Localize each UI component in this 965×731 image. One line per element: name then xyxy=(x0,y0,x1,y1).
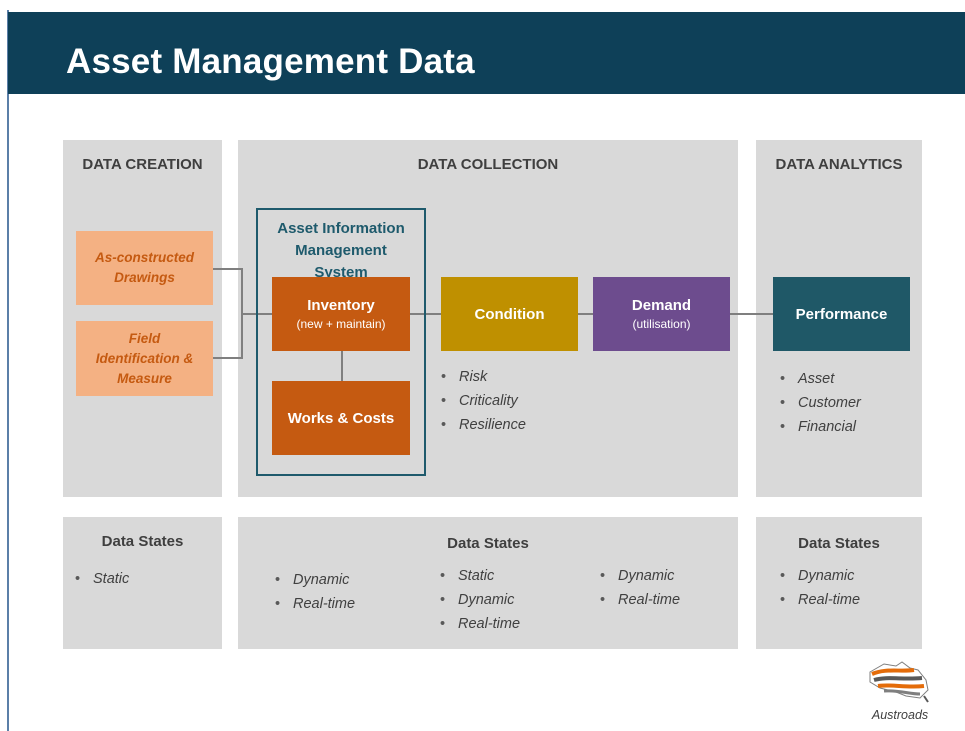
list-item: Dynamic xyxy=(440,588,520,612)
condition-label: Condition xyxy=(474,305,545,323)
list-item: Resilience xyxy=(441,413,526,437)
collection-states-title: Data States xyxy=(447,535,529,552)
collection-states-col2: Static Dynamic Real-time xyxy=(440,564,520,636)
inventory-label: Inventory xyxy=(307,297,375,314)
works-costs-box: Works & Costs xyxy=(272,381,410,455)
works-costs-label: Works & Costs xyxy=(287,409,395,427)
analytics-states-list: Dynamic Real-time xyxy=(780,564,860,612)
field-identification-box: Field Identification & Measure xyxy=(76,321,213,396)
slide-title: Asset Management Data xyxy=(66,42,475,81)
list-item: Dynamic xyxy=(780,564,860,588)
data-collection-title: DATA COLLECTION xyxy=(417,156,559,173)
collection-states-col1: Dynamic Real-time xyxy=(275,568,355,616)
list-item: Real-time xyxy=(780,588,860,612)
as-constructed-drawings-label: As-constructed Drawings xyxy=(94,250,194,285)
aims-container: Asset Information Management System xyxy=(256,208,426,476)
inventory-sublabel: (new + maintain) xyxy=(296,317,386,331)
slide-header: Asset Management Data xyxy=(8,12,965,94)
austroads-logo: Austroads xyxy=(862,658,938,722)
condition-box: Condition xyxy=(441,277,578,351)
list-item: Financial xyxy=(780,415,861,439)
performance-box: Performance xyxy=(773,277,910,351)
creation-states-panel: Data States Static xyxy=(63,517,222,649)
performance-label: Performance xyxy=(795,305,888,323)
collection-states-panel: Data States Dynamic Real-time Static Dyn… xyxy=(238,517,738,649)
austroads-logo-text: Austroads xyxy=(871,708,929,722)
list-item: Risk xyxy=(441,365,526,389)
connector-condition-demand xyxy=(578,313,593,315)
list-item: Real-time xyxy=(275,592,355,616)
data-analytics-title: DATA ANALYTICS xyxy=(775,156,903,173)
creation-states-title: Data States xyxy=(101,533,184,550)
list-item: Static xyxy=(440,564,520,588)
connector-inventory-works xyxy=(341,351,343,381)
aims-title: Asset Information Management System xyxy=(277,220,405,281)
list-item: Dynamic xyxy=(275,568,355,592)
list-item: Static xyxy=(75,567,129,591)
connector-field-h xyxy=(213,357,242,359)
list-item: Criticality xyxy=(441,389,526,413)
collection-states-col3: Dynamic Real-time xyxy=(600,564,680,612)
analytics-states-panel: Data States Dynamic Real-time xyxy=(756,517,922,649)
inventory-box: Inventory (new + maintain) xyxy=(272,277,410,351)
creation-states-list: Static xyxy=(75,567,129,591)
slide-border xyxy=(7,10,9,731)
connector-demand-performance xyxy=(730,313,773,315)
condition-bullets: Risk Criticality Resilience xyxy=(441,365,526,437)
demand-sublabel: (utilisation) xyxy=(632,317,691,331)
as-constructed-drawings-box: As-constructed Drawings xyxy=(76,231,213,305)
performance-bullets: Asset Customer Financial xyxy=(780,367,861,439)
list-item: Real-time xyxy=(600,588,680,612)
list-item: Real-time xyxy=(440,612,520,636)
field-identification-label: Field Identification & Measure xyxy=(95,330,194,386)
list-item: Asset xyxy=(780,367,861,391)
list-item: Dynamic xyxy=(600,564,680,588)
demand-box: Demand (utilisation) xyxy=(593,277,730,351)
connector-drawings-h xyxy=(213,268,242,270)
list-item: Customer xyxy=(780,391,861,415)
austroads-logo-icon xyxy=(869,661,929,703)
data-creation-panel: DATA CREATION xyxy=(63,140,222,497)
demand-label: Demand xyxy=(631,297,692,314)
analytics-states-title: Data States xyxy=(798,535,880,552)
data-creation-title: DATA CREATION xyxy=(82,156,203,173)
